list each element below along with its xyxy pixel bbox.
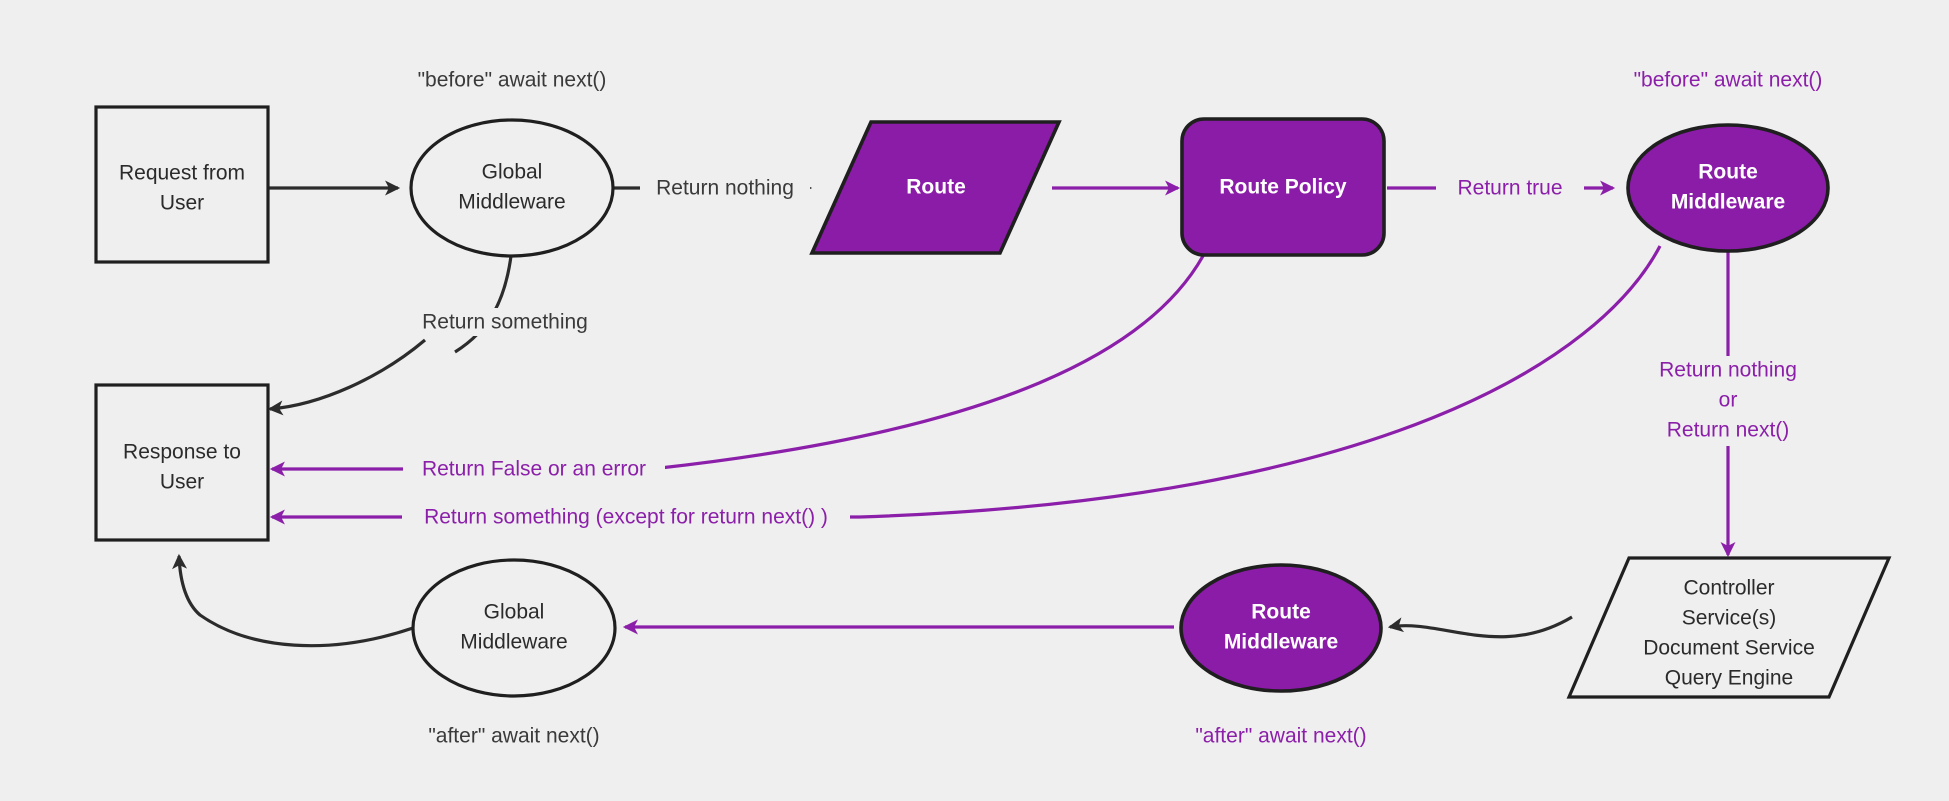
- node-route-middleware-bottom[interactable]: Route Middleware: [1179, 563, 1383, 693]
- node-route[interactable]: Route: [809, 120, 1062, 255]
- node-request-from-user[interactable]: Request from User: [94, 105, 270, 264]
- edge-global-middleware-bottom-to-response: [172, 553, 414, 648]
- label-return-nothing-or-next: Return nothing or Return next(): [1635, 356, 1825, 446]
- route-middleware-top-line2: Middleware: [1671, 191, 1785, 214]
- controller-stack-line4: Query Engine: [1665, 667, 1793, 690]
- node-route-policy[interactable]: Route Policy: [1180, 117, 1386, 257]
- label-return-something: Return something: [405, 308, 605, 336]
- annotation-before-await-next-route: "before" await next(): [1634, 69, 1823, 92]
- edge-global-middleware-return-something-lower: [267, 338, 427, 416]
- return-something-except-next-text: Return something (except for return next…: [424, 506, 828, 529]
- edge-controller-to-route-middleware-bottom: [1387, 615, 1573, 639]
- return-nothing-text: Return nothing: [656, 177, 794, 200]
- route-middleware-bottom-line1: Route: [1251, 601, 1311, 624]
- global-middleware-top-line2: Middleware: [458, 191, 565, 214]
- request-from-user-line1: Request from: [119, 162, 245, 185]
- return-nothing-or-next-line2: or: [1719, 389, 1738, 412]
- request-from-user-line2: User: [160, 192, 204, 215]
- route-label: Route: [906, 176, 966, 199]
- node-global-middleware-top[interactable]: Global Middleware: [409, 118, 615, 258]
- edge-global-middleware-return-something-upper: [454, 255, 513, 354]
- annotation-before-await-next-global: "before" await next(): [418, 69, 607, 92]
- node-global-middleware-bottom[interactable]: Global Middleware: [411, 558, 617, 698]
- controller-stack-line2: Service(s): [1682, 607, 1777, 630]
- global-middleware-bottom-line1: Global: [484, 601, 545, 624]
- node-response-to-user[interactable]: Response to User: [94, 383, 270, 542]
- edge-route-policy-return-false-curve: [659, 255, 1205, 470]
- controller-stack-line1: Controller: [1683, 577, 1774, 600]
- label-return-nothing: Return nothing: [640, 174, 810, 202]
- route-policy-label: Route Policy: [1219, 176, 1347, 199]
- return-nothing-or-next-line3: Return next(): [1667, 419, 1790, 442]
- route-middleware-top-line1: Route: [1698, 161, 1758, 184]
- global-middleware-bottom-line2: Middleware: [460, 631, 567, 654]
- return-something-text: Return something: [422, 311, 588, 334]
- route-middleware-bottom-line2: Middleware: [1224, 631, 1338, 654]
- response-to-user-line1: Response to: [123, 441, 241, 464]
- return-false-or-error-text: Return False or an error: [422, 458, 646, 481]
- label-return-something-except-next: Return something (except for return next…: [402, 503, 850, 531]
- return-true-text: Return true: [1457, 177, 1562, 200]
- label-return-true: Return true: [1436, 174, 1584, 202]
- return-nothing-or-next-line1: Return nothing: [1659, 359, 1797, 382]
- global-middleware-top-line1: Global: [482, 161, 543, 184]
- edge-route-middleware-return-something-curve: [859, 245, 1662, 519]
- response-to-user-line2: User: [160, 471, 204, 494]
- node-route-middleware-top[interactable]: Route Middleware: [1626, 123, 1830, 253]
- annotation-after-await-next-global: "after" await next(): [428, 725, 599, 748]
- label-return-false-or-error: Return False or an error: [403, 455, 665, 483]
- node-controller-stack[interactable]: Controller Service(s) Document Service Q…: [1566, 556, 1892, 699]
- controller-stack-line3: Document Service: [1643, 637, 1815, 660]
- annotation-after-await-next-route: "after" await next(): [1195, 725, 1366, 748]
